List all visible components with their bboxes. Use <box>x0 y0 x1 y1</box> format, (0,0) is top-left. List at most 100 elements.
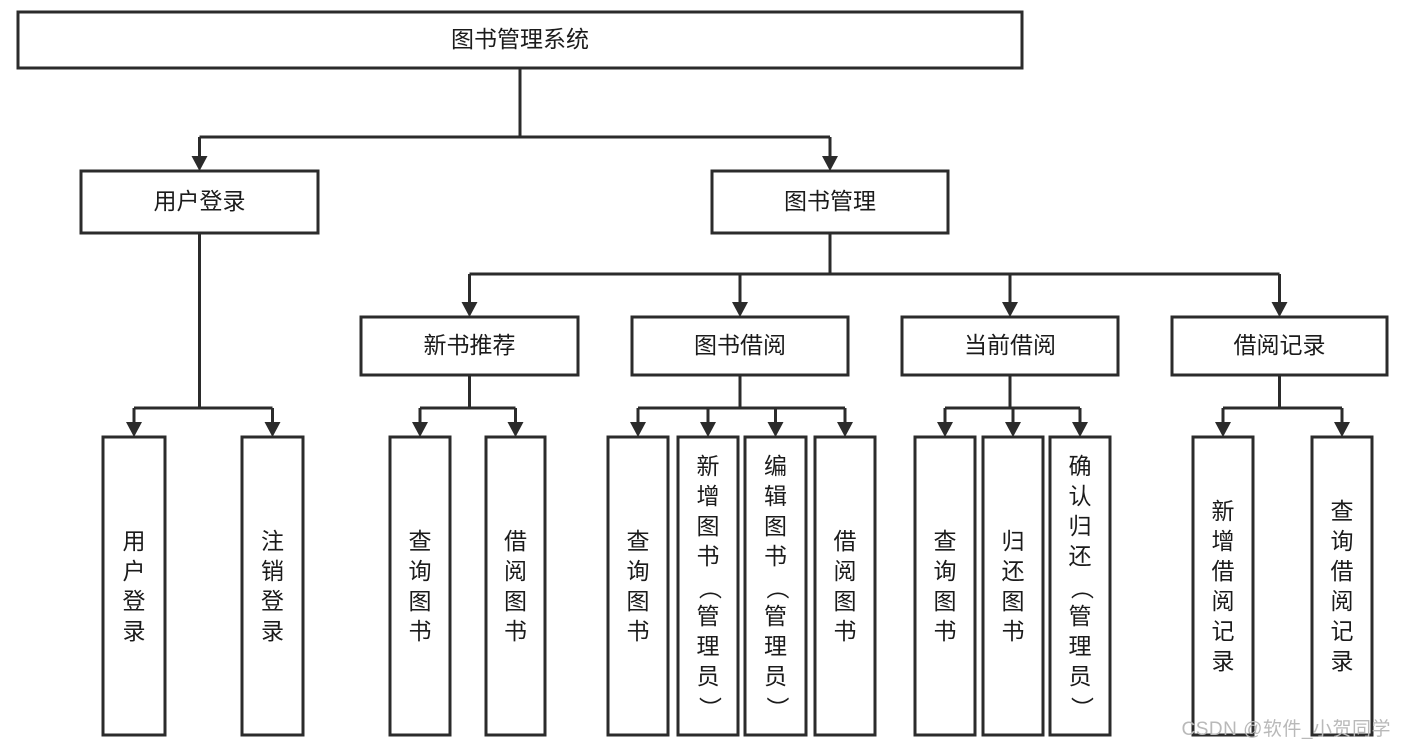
svg-text:新: 新 <box>1212 498 1235 524</box>
svg-text:）: ） <box>1069 697 1095 720</box>
conn-root-to-user-login-arrowhead <box>191 156 208 171</box>
node-new-book-recommend-label: 新书推荐 <box>424 332 516 358</box>
svg-text:书: 书 <box>697 543 720 569</box>
svg-text:归: 归 <box>1002 528 1025 554</box>
leaf-add-book-rect <box>676 435 740 737</box>
conn-bookmanage-to-current-borrow-arrowhead <box>1002 302 1018 317</box>
svg-text:归: 归 <box>1069 513 1092 539</box>
node-root-system-rect <box>16 10 1024 70</box>
leaf-user-login-rect <box>101 435 167 737</box>
node-current-borrow-rect <box>900 315 1120 377</box>
node-boxes: 图书管理系统用户登录图书管理新书推荐图书借阅当前借阅借阅记录用户登录注销登录查询… <box>16 10 1389 737</box>
node-new-book-recommend[interactable]: 新书推荐 <box>359 315 580 377</box>
node-book-borrow[interactable]: 图书借阅 <box>630 315 850 377</box>
svg-text:录: 录 <box>123 618 146 644</box>
svg-text:询: 询 <box>627 558 650 584</box>
svg-text:登: 登 <box>123 588 146 614</box>
conn-current-borrow-to-leaf-query-book-3-arrowhead <box>937 422 953 437</box>
conn-bookmanage-to-book-borrow-arrowhead <box>732 302 748 317</box>
node-book-borrow-label: 图书借阅 <box>694 332 786 358</box>
leaf-confirm-return-rect <box>1048 435 1112 737</box>
svg-text:书: 书 <box>504 618 527 644</box>
svg-text:认: 认 <box>1069 483 1092 509</box>
svg-text:）: ） <box>697 697 723 720</box>
leaf-add-record-rect <box>1191 435 1255 737</box>
node-borrow-record[interactable]: 借阅记录 <box>1170 315 1389 377</box>
conn-book-borrow-to-leaf-borrow-book-2-arrowhead <box>837 422 853 437</box>
svg-text:询: 询 <box>1331 528 1354 554</box>
svg-text:（: （ <box>764 577 790 600</box>
conn-root-to-book-manage-arrowhead <box>822 156 838 171</box>
conn-user-login-to-leaf-logout-arrowhead <box>264 422 281 437</box>
svg-text:借: 借 <box>834 528 857 554</box>
svg-text:新: 新 <box>697 453 720 479</box>
leaf-user-login[interactable]: 用户登录 <box>101 435 167 737</box>
conn-user-login-to-leaf-user-login-arrowhead <box>126 422 142 437</box>
svg-text:询: 询 <box>934 558 957 584</box>
conn-bookmanage-to-new-book-recommend-arrowhead <box>461 302 478 317</box>
leaf-query-book-3-rect <box>913 435 977 737</box>
node-book-management[interactable]: 图书管理 <box>710 169 950 235</box>
node-root-system-label: 图书管理系统 <box>451 26 589 52</box>
svg-text:）: ） <box>764 697 790 720</box>
conn-new-book-rec-to-leaf-borrow-book-1-arrowhead <box>507 422 524 437</box>
svg-text:图: 图 <box>934 588 957 614</box>
node-root-system[interactable]: 图书管理系统 <box>16 10 1024 70</box>
node-current-borrow[interactable]: 当前借阅 <box>900 315 1120 377</box>
leaf-borrow-book-2-rect <box>813 435 877 737</box>
svg-text:书: 书 <box>764 543 787 569</box>
svg-text:询: 询 <box>409 558 432 584</box>
svg-text:录: 录 <box>1212 648 1235 674</box>
svg-text:管: 管 <box>697 603 720 629</box>
svg-text:编: 编 <box>764 453 787 479</box>
svg-text:查: 查 <box>409 528 432 554</box>
leaf-query-record-rect <box>1310 435 1374 737</box>
svg-text:辑: 辑 <box>764 483 787 509</box>
svg-text:（: （ <box>1069 577 1095 600</box>
svg-text:员: 员 <box>764 663 787 689</box>
svg-text:注: 注 <box>261 528 284 554</box>
svg-text:图: 图 <box>764 513 787 539</box>
svg-text:借: 借 <box>1212 558 1235 584</box>
svg-text:理: 理 <box>1069 633 1092 659</box>
node-user-login-label: 用户登录 <box>154 188 246 214</box>
conn-current-borrow-to-leaf-return-book-arrowhead <box>1005 422 1021 437</box>
svg-text:借: 借 <box>504 528 527 554</box>
svg-text:图: 图 <box>504 588 527 614</box>
svg-text:用: 用 <box>123 528 146 554</box>
node-user-login[interactable]: 用户登录 <box>79 169 320 235</box>
node-current-borrow-label: 当前借阅 <box>964 332 1056 358</box>
svg-text:阅: 阅 <box>1331 588 1354 614</box>
svg-text:管: 管 <box>1069 603 1092 629</box>
svg-text:书: 书 <box>409 618 432 644</box>
svg-text:图: 图 <box>627 588 650 614</box>
conn-book-borrow-to-leaf-query-book-2-arrowhead <box>630 422 646 437</box>
leaf-edit-book-rect <box>743 435 808 737</box>
svg-text:管: 管 <box>764 603 787 629</box>
node-book-borrow-rect <box>630 315 850 377</box>
svg-text:理: 理 <box>764 633 787 659</box>
svg-text:图: 图 <box>697 513 720 539</box>
node-book-management-label: 图书管理 <box>784 188 876 214</box>
